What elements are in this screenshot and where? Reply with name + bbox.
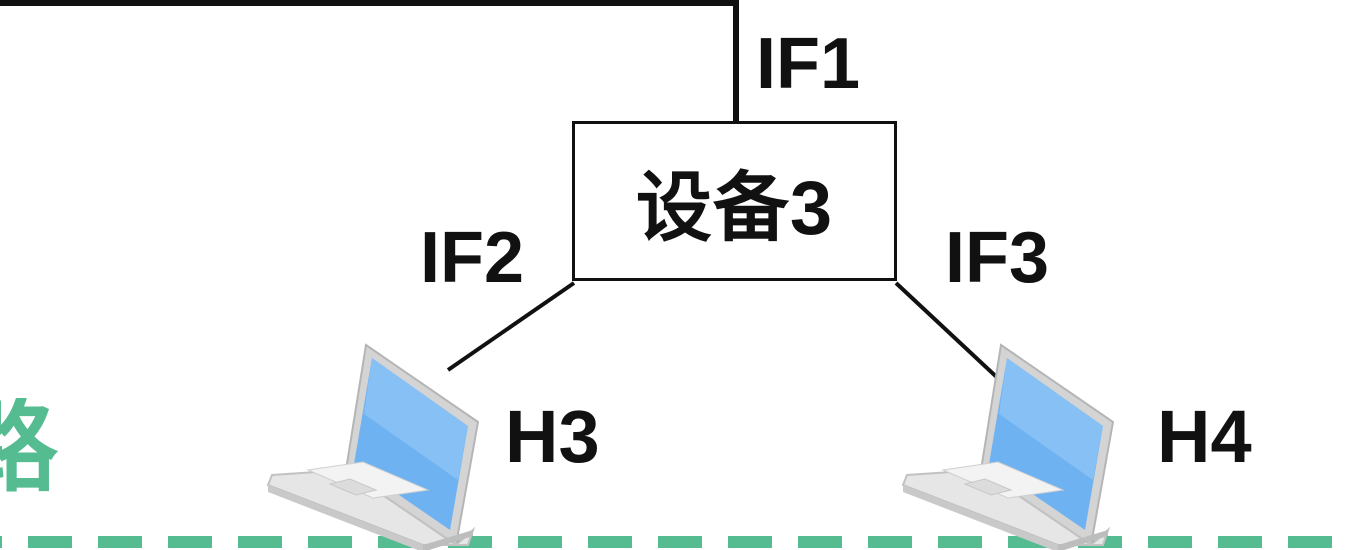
interface-if2-label: IF2 xyxy=(420,218,525,298)
host-h4-label: H4 xyxy=(1157,395,1252,478)
laptop-h4-icon xyxy=(901,343,1115,550)
cropped-heading-char: 路 xyxy=(0,398,58,504)
interface-if1-label: IF1 xyxy=(756,24,861,104)
uplink-wire xyxy=(0,0,739,121)
host-h3-label: H3 xyxy=(505,395,600,478)
link-h4 xyxy=(894,281,1005,385)
cropped-heading-fragment: 路 xyxy=(0,398,80,508)
device-3-box: 设备3 xyxy=(572,121,897,281)
link-h3 xyxy=(446,281,576,372)
interface-if3-label: IF3 xyxy=(945,218,1050,298)
device-3-label: 设备3 xyxy=(635,166,834,251)
laptop-h3-icon xyxy=(266,343,480,550)
